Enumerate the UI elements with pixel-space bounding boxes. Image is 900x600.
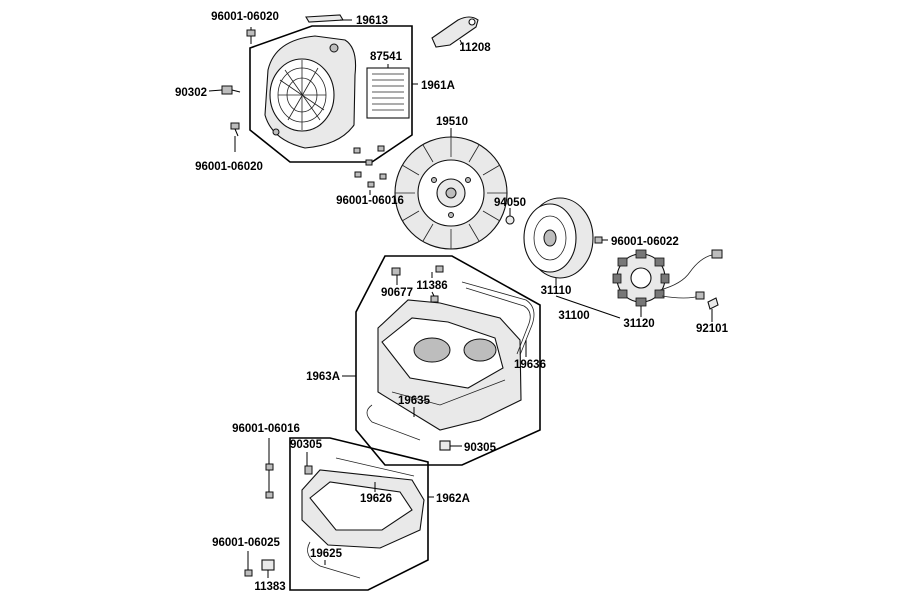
rotor-31110 (523, 197, 594, 279)
nut-94050 (505, 215, 515, 225)
label-19636: 19636 (514, 359, 546, 371)
bolt-96001-06025 (244, 569, 253, 577)
bracket-11208 (431, 16, 479, 48)
label-96001-06016-bottom: 96001-06016 (232, 423, 300, 435)
cooling-fan-19510 (394, 136, 508, 250)
clip-90305-right (439, 440, 451, 451)
seal-19636 (461, 281, 535, 356)
label-31120: 31120 (623, 318, 654, 330)
label-11386: 11386 (416, 280, 447, 292)
bolt-96001-06020-top (246, 29, 256, 44)
label-19635: 19635 (398, 395, 431, 407)
label-96001-06025: 96001-06025 (212, 537, 280, 549)
label-92101: 92101 (696, 323, 729, 335)
label-31110: 31110 (541, 285, 572, 297)
clip-92101 (707, 297, 719, 310)
label-1961a: 1961A (421, 80, 455, 92)
label-19613: 19613 (356, 15, 388, 27)
label-90305-right: 90305 (464, 442, 497, 454)
bolt-96001-06022 (594, 236, 603, 244)
label-11208: 11208 (459, 42, 491, 54)
label-96001-06016-top: 96001-06016 (336, 195, 404, 207)
lower-shroud-1962a (301, 457, 425, 579)
label-96001-06020-bottom: 96001-06020 (195, 161, 263, 173)
label-31100: 31100 (558, 310, 589, 322)
label-90677: 90677 (381, 287, 413, 299)
warning-label-87541 (366, 67, 410, 119)
group-outline-1963a (355, 255, 541, 466)
fan-cover-1961a (264, 35, 357, 149)
clip-90677 (391, 267, 401, 276)
label-1963a: 1963A (306, 371, 340, 383)
seal-19635 (366, 404, 421, 441)
bolts-96001-06016-top (353, 145, 387, 188)
label-1962a: 1962A (436, 493, 470, 505)
label-96001-06020-top: 96001-06020 (211, 11, 279, 23)
clip-11386 (430, 265, 444, 303)
group-outline-1961a (249, 25, 413, 163)
leader-lines (208, 19, 713, 578)
bolt-90302 (221, 85, 241, 95)
group-outline-1962a (289, 437, 429, 591)
label-11383: 11383 (254, 581, 285, 593)
label-19510: 19510 (436, 116, 468, 128)
label-96001-06022: 96001-06022 (611, 236, 679, 248)
label-87541: 87541 (370, 51, 403, 63)
label-90302: 90302 (175, 87, 207, 99)
label-90305-left: 90305 (290, 439, 323, 451)
label-19625: 19625 (310, 548, 343, 560)
label-19626: 19626 (360, 493, 392, 505)
bracket-19613 (305, 14, 344, 23)
fan-shroud-1963a (377, 299, 522, 431)
label-94050: 94050 (494, 197, 526, 209)
clip-11383 (261, 559, 275, 571)
bolt-96001-06020-bottom (230, 122, 240, 137)
clip-90305-left (304, 465, 313, 475)
stator-31120 (612, 249, 723, 307)
